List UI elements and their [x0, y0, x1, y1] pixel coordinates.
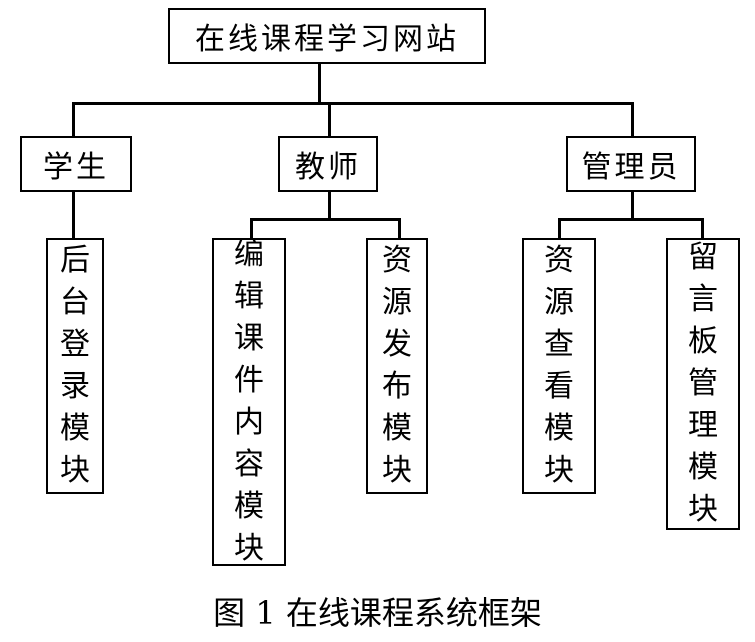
module-char: 块 — [544, 453, 574, 488]
module-teacher-publish: 资源发布模块 — [366, 238, 428, 494]
role-label-teacher: 教师 — [295, 150, 361, 185]
figure-caption: 图 1 在线课程系统框架 — [213, 594, 542, 632]
admin-board-connector — [701, 218, 704, 240]
module-char: 言 — [688, 282, 718, 317]
module-teacher-edit: 编辑课件内容模块 — [212, 237, 286, 566]
module-char: 发 — [382, 327, 412, 362]
module-char: 查 — [544, 327, 574, 362]
module-char: 录 — [60, 369, 90, 404]
module-student-login: 后台登录模块 — [46, 238, 104, 494]
module-char: 内 — [234, 405, 264, 440]
role-label-student: 学生 — [43, 150, 109, 185]
module-label: 资源查看模块 — [544, 240, 574, 492]
student-drop-connector — [72, 102, 75, 138]
teacher-down-connector — [328, 190, 331, 220]
module-char: 块 — [60, 453, 90, 488]
module-char: 资 — [544, 243, 574, 278]
module-char: 看 — [544, 369, 574, 404]
role-node-admin: 管理员 — [566, 136, 696, 192]
module-admin-view: 资源查看模块 — [522, 238, 596, 494]
module-char: 理 — [688, 408, 718, 443]
module-char: 容 — [234, 447, 264, 482]
module-admin-board: 留言板管理模块 — [666, 238, 740, 530]
module-label: 留言板管理模块 — [688, 237, 718, 531]
module-char: 块 — [382, 453, 412, 488]
student-module-connector — [72, 190, 75, 240]
module-char: 留 — [688, 240, 718, 275]
module-char: 源 — [544, 285, 574, 320]
module-char: 资 — [382, 243, 412, 278]
role-label-admin: 管理员 — [581, 150, 681, 185]
teacher-branch-connector — [250, 218, 400, 221]
module-char: 课 — [234, 321, 264, 356]
module-char: 台 — [60, 285, 90, 320]
module-char: 管 — [688, 366, 718, 401]
admin-view-connector — [558, 218, 561, 240]
module-label: 资源发布模块 — [382, 240, 412, 492]
module-char: 块 — [234, 531, 264, 566]
module-label: 后台登录模块 — [60, 240, 90, 492]
module-char: 源 — [382, 285, 412, 320]
root-node: 在线课程学习网站 — [168, 8, 486, 64]
admin-branch-connector — [558, 218, 703, 221]
module-char: 模 — [544, 411, 574, 446]
module-char: 编 — [234, 237, 264, 272]
module-char: 板 — [688, 324, 718, 359]
module-char: 模 — [60, 411, 90, 446]
module-char: 登 — [60, 327, 90, 362]
module-char: 模 — [234, 489, 264, 524]
module-char: 布 — [382, 369, 412, 404]
module-label: 编辑课件内容模块 — [234, 234, 264, 570]
role-node-student: 学生 — [20, 136, 132, 192]
teacher-publish-connector — [398, 218, 401, 240]
root-connector — [318, 62, 321, 104]
module-char: 模 — [688, 450, 718, 485]
teacher-edit-connector — [250, 218, 253, 240]
root-label: 在线课程学习网站 — [195, 22, 459, 57]
module-char: 辑 — [234, 279, 264, 314]
roles-horizontal-connector — [72, 102, 634, 105]
admin-drop-connector — [631, 102, 634, 138]
teacher-drop-connector — [328, 102, 331, 138]
module-char: 块 — [688, 492, 718, 527]
admin-down-connector — [631, 190, 634, 220]
role-node-teacher: 教师 — [278, 136, 378, 192]
module-char: 模 — [382, 411, 412, 446]
module-char: 件 — [234, 363, 264, 398]
module-char: 后 — [60, 243, 90, 278]
